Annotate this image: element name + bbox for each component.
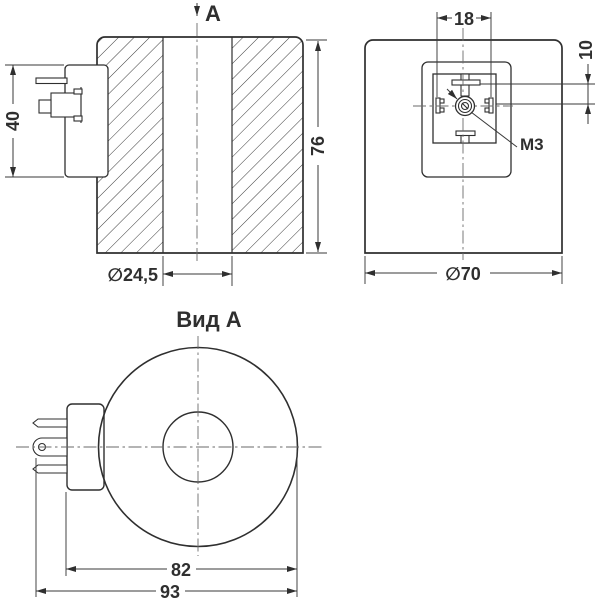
dim-pin-offset-label: 10 (576, 40, 596, 60)
top-pin-crossbar (451, 79, 481, 86)
right-clip (484, 97, 494, 114)
top-blade-pin (32, 418, 68, 428)
bottom-pin-crossbar (455, 130, 476, 137)
view-a: Вид А 82 93 (16, 307, 322, 600)
pin-plate-tab-top (73, 88, 83, 95)
bore-strip (163, 38, 232, 252)
pin-plate-tab-bottom (73, 115, 83, 122)
bottom-blade-pin (32, 464, 68, 474)
dim-clip-spacing-label: 18 (454, 9, 474, 29)
dim-connector-height: 40 (3, 64, 64, 178)
dim-pin-offset: 10 (480, 40, 596, 124)
section-arrow-a: А (194, 1, 221, 26)
dim-body-width: 82 (65, 450, 298, 597)
view-a-title: Вид А (176, 307, 241, 332)
dim-bore-diameter-label: ∅24,5 (108, 265, 158, 285)
top-pin (35, 77, 68, 85)
center-pin-body (50, 92, 82, 118)
connector-block (64, 64, 109, 178)
screw-slot (461, 102, 469, 110)
thread-callout: М3 (446, 88, 544, 154)
dim-coil-diameter-label: ∅70 (445, 264, 480, 284)
dim-coil-height-label: 76 (308, 136, 328, 156)
dim-clip-spacing: 18 (436, 9, 492, 97)
center-pin-tip (38, 99, 52, 114)
dim-body-width-label: 82 (171, 560, 191, 580)
section-arrow-label: А (205, 1, 221, 26)
view-side-section: А 40 76 ∅24,5 (3, 1, 328, 286)
view-front: М3 18 10 ∅70 (364, 9, 596, 284)
thread-label: М3 (520, 135, 544, 154)
dim-overall-width: 93 (35, 458, 297, 600)
left-clip (435, 97, 445, 114)
coil-body-outline (96, 36, 304, 254)
coil-front-outline (364, 39, 563, 254)
dim-bore-diameter: ∅24,5 (108, 256, 233, 286)
dim-overall-width-label: 93 (160, 582, 180, 600)
dim-coil-height: 76 (306, 39, 328, 254)
dim-coil-diameter: ∅70 (364, 256, 563, 284)
dim-connector-height-label: 40 (3, 111, 23, 131)
